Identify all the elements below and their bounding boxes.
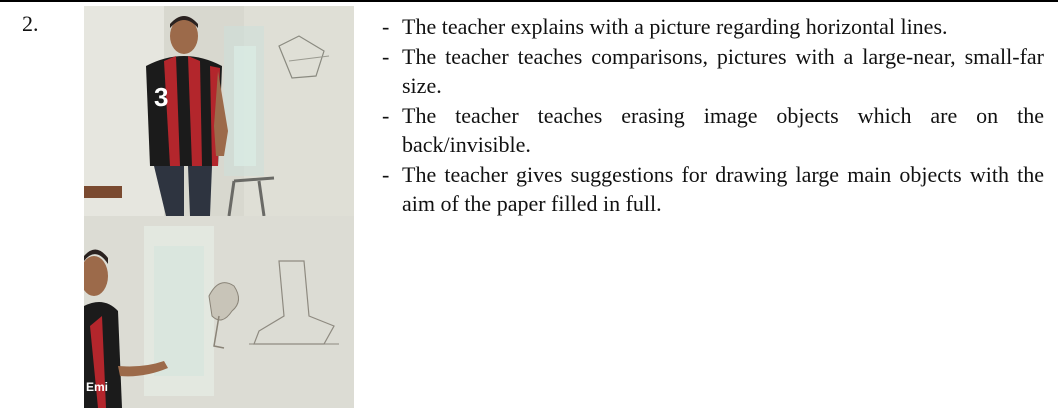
bullet-text: The teacher explains with a picture rega… bbox=[402, 14, 948, 39]
bullet-text: The teacher gives suggestions for drawin… bbox=[402, 162, 1044, 216]
bullet-dash: - bbox=[382, 14, 390, 39]
drawing-scene-illustration: Emi bbox=[84, 216, 354, 408]
list-item: - The teacher teaches erasing image obje… bbox=[382, 101, 1044, 159]
teacher-at-whiteboard-photo: 3 bbox=[84, 6, 354, 216]
svg-text:Emi: Emi bbox=[86, 380, 108, 394]
bullet-dash: - bbox=[382, 44, 390, 69]
list-item: - The teacher gives suggestions for draw… bbox=[382, 160, 1044, 218]
list-item: - The teacher explains with a picture re… bbox=[382, 12, 1044, 41]
teacher-activities-list: - The teacher explains with a picture re… bbox=[382, 12, 1044, 219]
bullet-text: The teacher teaches comparisons, picture… bbox=[402, 44, 1044, 98]
teacher-pointing-at-drawing-photo: Emi bbox=[84, 216, 354, 408]
list-item: - The teacher teaches comparisons, pictu… bbox=[382, 42, 1044, 100]
bullet-text: The teacher teaches erasing image object… bbox=[402, 103, 1044, 157]
bullet-dash: - bbox=[382, 162, 390, 187]
table-top-border bbox=[0, 0, 1058, 2]
row-number: 2. bbox=[22, 11, 39, 36]
svg-text:3: 3 bbox=[154, 82, 168, 112]
bullet-dash: - bbox=[382, 103, 390, 128]
whiteboard-scene-illustration: 3 bbox=[84, 6, 354, 216]
